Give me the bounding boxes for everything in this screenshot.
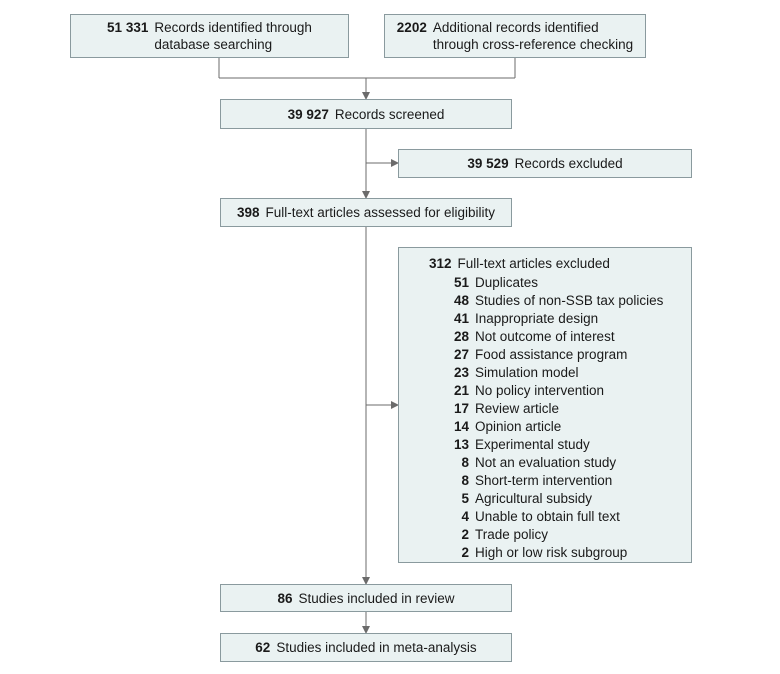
exclusion-reason-count: 28 xyxy=(453,328,469,344)
exclusion-reason-label: Not outcome of interest xyxy=(475,328,615,344)
exclusion-reason-count: 8 xyxy=(461,472,469,488)
eligibility-box: 398 Full-text articles assessed for elig… xyxy=(220,198,512,227)
database-records-label-line2: database searching xyxy=(154,37,273,52)
additional-records-count: 2202 xyxy=(396,20,427,35)
exclusion-reason-item: 17 Review article xyxy=(429,399,691,417)
exclusion-reason-item: 8 Not an evaluation study xyxy=(429,453,691,471)
exclusion-reason-item: 21 No policy intervention xyxy=(429,381,691,399)
exclusion-reason-label: Duplicates xyxy=(475,274,539,290)
exclusion-reason-label: Studies of non-SSB tax policies xyxy=(475,292,664,308)
records-excluded-box: 39 529 Records excluded xyxy=(398,149,692,178)
records-screened-box: 39 927 Records screened xyxy=(220,99,512,129)
exclusion-reason-count: 21 xyxy=(453,382,469,398)
exclusion-reason-item: 4 Unable to obtain full text xyxy=(429,507,691,525)
records-screened-label: Records screened xyxy=(334,106,445,122)
records-excluded-label: Records excluded xyxy=(514,156,623,171)
exclusion-reason-count: 41 xyxy=(453,310,469,326)
database-records-label-line1: Records identified through xyxy=(154,20,312,35)
exclusion-reason-count: 2 xyxy=(461,544,469,560)
review-label: Studies included in review xyxy=(298,590,455,606)
meta-label: Studies included in meta-analysis xyxy=(276,640,477,655)
exclusion-reason-label: Short-term intervention xyxy=(475,472,613,488)
exclusion-reason-label: No policy intervention xyxy=(475,382,605,398)
exclusion-reason-item: 8 Short-term intervention xyxy=(429,471,691,489)
exclusion-reason-label: Agricultural subsidy xyxy=(475,490,593,506)
exclusion-reason-label: Inappropriate design xyxy=(475,310,599,326)
exclusion-reason-label: Unable to obtain full text xyxy=(475,508,620,524)
records-screened-count: 39 927 xyxy=(287,106,329,122)
meta-box: 62 Studies included in meta-analysis xyxy=(220,633,512,662)
exclusion-reason-count: 27 xyxy=(453,346,469,362)
exclusion-reason-count: 48 xyxy=(453,292,469,308)
database-records-count: 51 331 xyxy=(107,20,149,35)
exclusion-reason-item: 14 Opinion article xyxy=(429,417,691,435)
additional-records-label-line2: through cross-reference checking xyxy=(432,37,634,52)
exclusion-reason-count: 8 xyxy=(461,454,469,470)
exclusion-reason-item: 48 Studies of non-SSB tax policies xyxy=(429,291,691,309)
additional-records-box: 2202 Additional records identified throu… xyxy=(384,14,646,58)
exclusion-reason-item: 5 Agricultural subsidy xyxy=(429,489,691,507)
database-records-box: 51 331 Records identified through databa… xyxy=(70,14,349,58)
exclusion-reason-count: 14 xyxy=(453,418,469,434)
fulltext-excluded-label: Full-text articles excluded xyxy=(457,255,610,271)
review-count: 86 xyxy=(277,590,293,606)
eligibility-count: 398 xyxy=(236,205,260,220)
exclusion-reason-item: 27 Food assistance program xyxy=(429,345,691,363)
exclusion-reason-item: 23 Simulation model xyxy=(429,363,691,381)
exclusion-reason-label: Simulation model xyxy=(475,364,579,380)
additional-records-label-line1: Additional records identified xyxy=(432,20,599,35)
exclusion-reason-count: 2 xyxy=(461,526,469,542)
exclusion-reason-item: 2 High or low risk subgroup xyxy=(429,543,691,561)
exclusion-reason-item: 41 Inappropriate design xyxy=(429,309,691,327)
exclusion-reason-item: 13 Experimental study xyxy=(429,435,691,453)
fulltext-excluded-box: 312 Full-text articles excluded 51 Duplic… xyxy=(398,247,692,563)
exclusion-reason-label: Review article xyxy=(475,400,560,416)
exclusion-reason-count: 51 xyxy=(453,274,469,290)
exclusion-reason-item: 51 Duplicates xyxy=(429,273,691,291)
exclusion-reason-label: Experimental study xyxy=(475,436,590,452)
exclusion-reason-label: Opinion article xyxy=(475,418,562,434)
exclusion-reason-count: 5 xyxy=(461,490,469,506)
eligibility-label: Full-text articles assessed for eligibil… xyxy=(265,205,496,220)
review-box: 86 Studies included in review xyxy=(220,584,512,612)
exclusion-reason-label: High or low risk subgroup xyxy=(475,544,628,560)
exclusion-reason-count: 13 xyxy=(453,436,469,452)
exclusion-reason-item: 2 Trade policy xyxy=(429,525,691,543)
exclusion-reason-label: Food assistance program xyxy=(475,346,628,362)
fulltext-excluded-count: 312 xyxy=(429,255,452,271)
meta-count: 62 xyxy=(255,640,271,655)
exclusion-reason-count: 4 xyxy=(461,508,469,524)
exclusion-reason-label: Trade policy xyxy=(475,526,549,542)
exclusion-reason-item: 28 Not outcome of interest xyxy=(429,327,691,345)
records-excluded-count: 39 529 xyxy=(467,156,509,171)
exclusion-reason-label: Not an evaluation study xyxy=(475,454,617,470)
exclusion-reason-count: 23 xyxy=(453,364,469,380)
exclusion-reason-count: 17 xyxy=(453,400,469,416)
